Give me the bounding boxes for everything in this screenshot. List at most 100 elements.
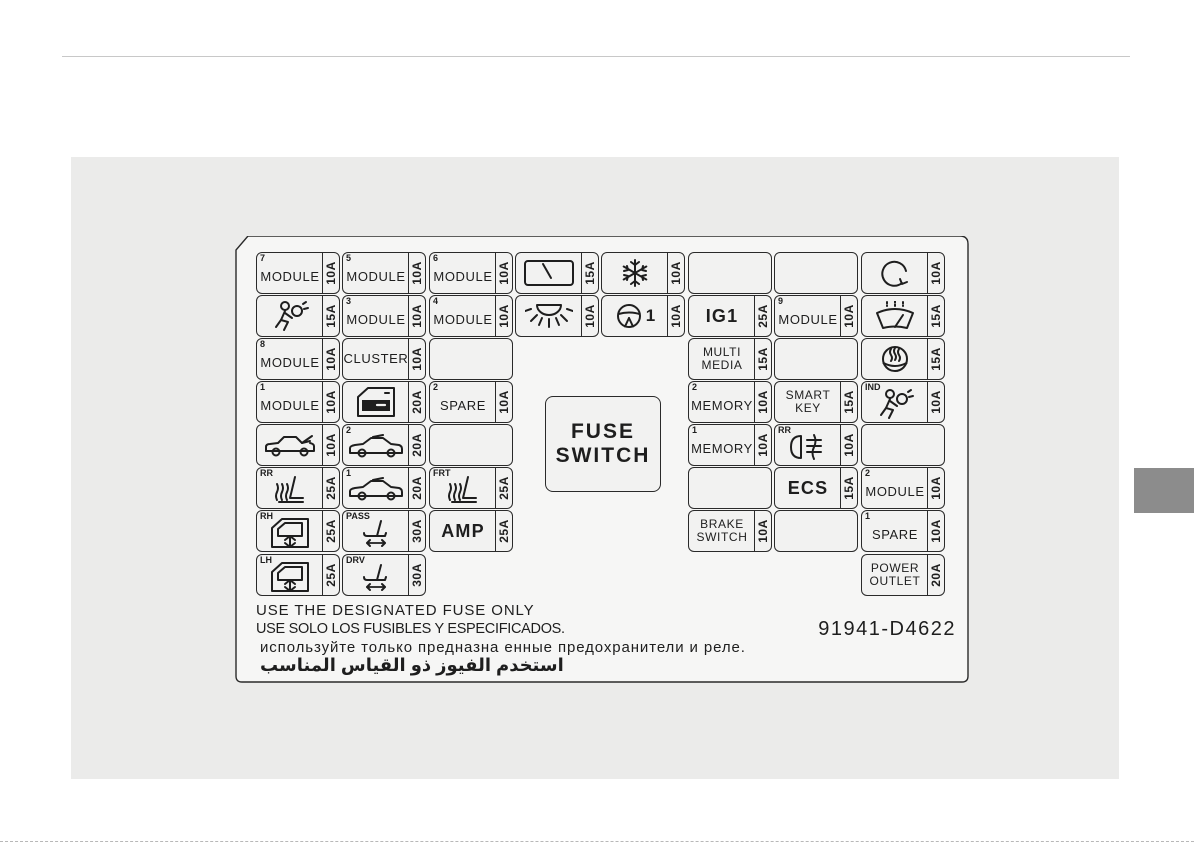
fuse-slot[interactable] (774, 252, 858, 294)
fuse-index: LH (260, 555, 272, 565)
fuse-rating: 15A (840, 468, 857, 508)
fuse-slot[interactable]: 1 10A (601, 295, 685, 337)
fuse-slot[interactable]: 15A (256, 295, 340, 337)
fuse-label: AMP (441, 520, 485, 541)
fuse-rating-text: 25A (324, 563, 339, 587)
fuse-slot[interactable]: 15A (861, 338, 945, 380)
fuse-slot-body: MODULE (862, 468, 928, 508)
fuse-switch-line1: FUSE (570, 420, 635, 444)
fuse-rating: 10A (322, 339, 339, 379)
fuse-rating-text: 15A (842, 476, 857, 500)
fuse-index: 8 (260, 339, 266, 349)
fuse-index: RR (778, 425, 791, 435)
interior-light-icon (525, 301, 573, 331)
fuse-rating: 30A (408, 511, 425, 551)
fuse-label: MODULE (778, 312, 838, 328)
fuse-switch[interactable]: FUSE SWITCH (545, 396, 661, 492)
fuse-rating: 10A (322, 382, 339, 422)
fuse-slot[interactable] (774, 338, 858, 380)
fuse-slot[interactable]: LH 25A (256, 554, 340, 596)
power-window-icon (269, 560, 311, 594)
fuse-slot[interactable]: 15A (515, 252, 599, 294)
fuse-rating: 20A (927, 555, 944, 595)
fuse-rating-text: 25A (497, 519, 512, 543)
fuse-rating-text: 10A (669, 304, 684, 328)
fuse-slot-body: MEMORY (689, 382, 755, 422)
steering-wheel-icon: 1 (615, 302, 655, 330)
fuse-slot-body (430, 425, 512, 465)
fuse-slot[interactable]: 10A (601, 252, 685, 294)
fuse-slot-body (257, 468, 323, 508)
fuse-slot[interactable]: 10A (861, 252, 945, 294)
fuse-slot[interactable] (688, 467, 772, 509)
fuse-rating: 20A (408, 468, 425, 508)
fuse-rating: 10A (408, 296, 425, 336)
power-window-icon (269, 516, 311, 550)
fuse-slot-body (257, 425, 323, 465)
fuse-rating: 10A (581, 296, 598, 336)
fuse-slot[interactable] (429, 338, 513, 380)
fuse-label: MEMORY (691, 398, 753, 414)
fuse-rating-text: 10A (756, 390, 771, 414)
fuse-label-line2: OUTLET (869, 574, 921, 588)
fuse-slot[interactable] (861, 424, 945, 466)
note-english: USE THE DESIGNATED FUSE ONLY (256, 602, 535, 619)
fuse-slot[interactable]: 20A (342, 381, 426, 423)
fuse-slot[interactable] (688, 252, 772, 294)
fuse-index: 4 (433, 296, 439, 306)
fuse-index: 2 (433, 382, 439, 392)
fuse-slot-body: MODULE (430, 253, 496, 293)
sunroof-icon (347, 477, 405, 503)
fuse-slot[interactable]: 10A (515, 295, 599, 337)
fuse-rating-text: 25A (756, 304, 771, 328)
fuse-rating-text: 10A (410, 304, 425, 328)
fuse-slot-body (689, 253, 771, 293)
fuse-rating-text: 30A (410, 563, 425, 587)
fuse-slot[interactable]: AMP 25A (429, 510, 513, 552)
fuse-slot[interactable]: 10A (256, 424, 340, 466)
fuse-rating: 15A (581, 253, 598, 293)
fuse-rating: 15A (927, 339, 944, 379)
fuse-rating: 10A (495, 253, 512, 293)
fuse-label-line2: KEY (795, 401, 821, 415)
fuse-label: CLUSTER (343, 351, 409, 367)
fuse-slot-body: ECS (775, 468, 841, 508)
fuse-icon-text: 1 (645, 306, 656, 325)
fuse-label: MODULE (433, 269, 493, 285)
fuse-slot[interactable]: 15A (861, 295, 945, 337)
fuse-rating-text: 10A (929, 261, 944, 285)
fuse-slot[interactable] (774, 510, 858, 552)
fuse-index: 6 (433, 253, 439, 263)
fuse-slot[interactable] (429, 424, 513, 466)
fuse-label: MODULE (346, 312, 406, 328)
